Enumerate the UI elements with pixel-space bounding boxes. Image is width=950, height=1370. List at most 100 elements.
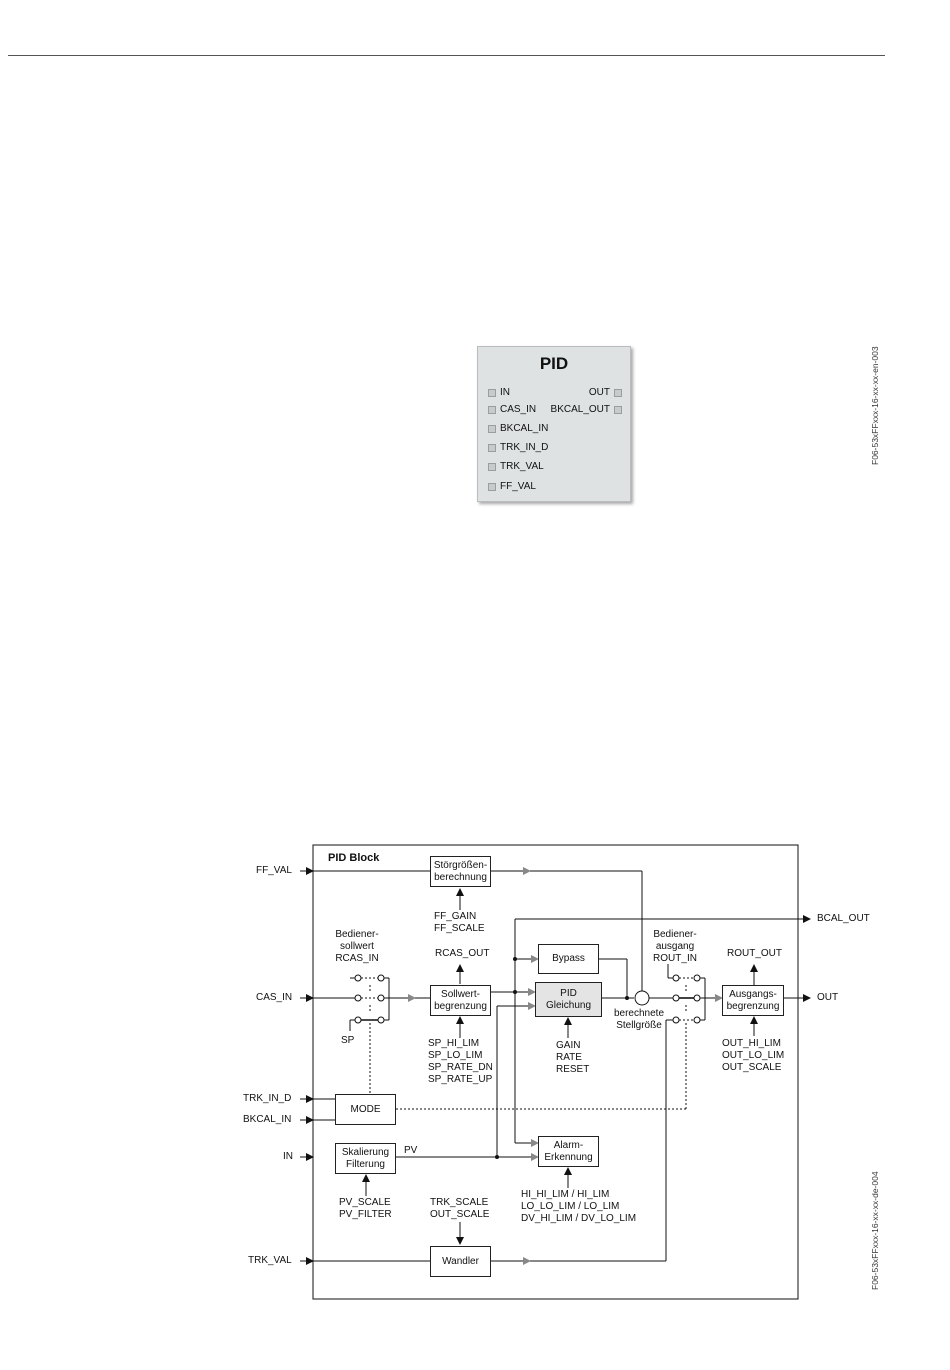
port-connector-icon xyxy=(488,443,496,452)
box-bypass: Bypass xyxy=(538,944,599,974)
param-line: RCAS_IN xyxy=(335,953,379,964)
param-line: Bediener- xyxy=(653,929,697,940)
ext-input-trk-val: TRK_VAL xyxy=(248,1255,292,1266)
param-line: FF_SCALE xyxy=(434,923,485,934)
port-cas-in: CAS_IN xyxy=(484,404,536,415)
param-line: sollwert xyxy=(340,941,374,952)
param-line: PV_SCALE xyxy=(339,1197,391,1208)
box-stoergroessen-berechnung: Störgrößen-berechnung xyxy=(430,856,491,887)
param-line: SP_RATE_UP xyxy=(428,1074,493,1085)
box-ausgangs-begrenzung: Ausgangs-begrenzung xyxy=(722,985,784,1016)
box-sollwert-begrenzung: Sollwert-begrenzung xyxy=(430,985,491,1016)
box-line: Gleichung xyxy=(545,999,592,1011)
pid-block-frame xyxy=(312,844,799,1300)
box-line: Wandler xyxy=(442,1255,479,1267)
param-line: TRK_SCALE xyxy=(430,1197,489,1208)
param-line: Bediener- xyxy=(335,929,379,940)
port-connector-icon xyxy=(488,388,496,397)
param-line: FF_GAIN xyxy=(434,911,477,922)
box-line: PID xyxy=(560,987,577,999)
box-line: Ausgangs- xyxy=(729,988,777,1000)
param-line: OUT_SCALE xyxy=(722,1062,782,1073)
port-out: OUT xyxy=(589,387,626,398)
box-line: begrenzung xyxy=(726,1000,780,1012)
port-connector-icon xyxy=(488,405,496,414)
port-bkcal-out: BKCAL_OUT xyxy=(551,404,626,415)
port-connector-icon xyxy=(488,462,496,471)
param-rcas-out: RCAS_OUT xyxy=(435,948,490,959)
port-trk-in-d: TRK_IN_D xyxy=(484,442,548,453)
param-line: SP_RATE_DN xyxy=(428,1062,493,1073)
port-label: FF_VAL xyxy=(500,481,536,492)
box-line: Erkennung xyxy=(544,1151,593,1163)
param-line: GAIN xyxy=(556,1040,581,1051)
param-rout-out: ROUT_OUT xyxy=(727,948,782,959)
pid-function-block-symbol: PID IN CAS_IN BKCAL_IN TRK_IN_D TRK_VAL … xyxy=(477,346,631,502)
param-line: SP_HI_LIM xyxy=(428,1038,480,1049)
port-label: CAS_IN xyxy=(500,404,537,415)
param-line: HI_HI_LIM / HI_LIM xyxy=(521,1189,610,1200)
port-ff-val: FF_VAL xyxy=(484,481,536,492)
ext-input-cas-in: CAS_IN xyxy=(256,992,293,1003)
ext-input-bkcal-in: BKCAL_IN xyxy=(243,1114,292,1125)
box-line: Alarm- xyxy=(553,1139,584,1151)
pid-block-title: PID Block xyxy=(328,852,380,864)
box-line: MODE xyxy=(350,1103,381,1115)
param-line: LO_LO_LIM / LO_LIM xyxy=(521,1201,620,1212)
param-sp: SP xyxy=(341,1035,355,1046)
port-label: OUT xyxy=(588,387,610,398)
pid-symbol-title: PID xyxy=(539,354,569,373)
port-connector-icon xyxy=(614,405,622,414)
box-line: Filterung xyxy=(346,1158,385,1170)
box-line: Störgrößen- xyxy=(433,859,488,871)
port-bkcal-in: BKCAL_IN xyxy=(484,423,548,434)
box-line: begrenzung xyxy=(434,1000,487,1012)
param-line: Stellgröße xyxy=(616,1020,662,1031)
port-connector-icon xyxy=(488,424,496,433)
ext-output-bcal-out: BCAL_OUT xyxy=(817,913,870,924)
box-line: Skalierung xyxy=(341,1146,390,1158)
port-label: IN xyxy=(500,387,510,398)
box-line: berechnung xyxy=(434,871,487,883)
box-mode: MODE xyxy=(335,1094,396,1125)
param-line: RESET xyxy=(556,1064,590,1075)
port-connector-icon xyxy=(488,482,496,491)
box-line: Sollwert- xyxy=(441,988,480,1000)
param-pv: PV xyxy=(404,1145,418,1156)
param-line: RATE xyxy=(556,1052,582,1063)
ext-input-ff-val: FF_VAL xyxy=(256,865,292,876)
port-label: BKCAL_IN xyxy=(500,423,549,434)
param-line: PV_FILTER xyxy=(339,1209,392,1220)
box-line: Bypass xyxy=(552,953,585,964)
param-line: OUT_LO_LIM xyxy=(722,1050,785,1061)
port-label: BKCAL_OUT xyxy=(550,404,610,415)
port-connector-icon xyxy=(614,388,622,397)
ext-input-trk-in-d: TRK_IN_D xyxy=(243,1093,292,1104)
param-line: OUT_SCALE xyxy=(430,1209,490,1220)
port-trk-val: TRK_VAL xyxy=(484,461,544,472)
param-line: OUT_HI_LIM xyxy=(722,1038,781,1049)
port-label: TRK_IN_D xyxy=(500,442,549,453)
param-line: SP_LO_LIM xyxy=(428,1050,483,1061)
ext-input-in: IN xyxy=(283,1151,293,1162)
box-wandler: Wandler xyxy=(430,1246,491,1277)
param-line: DV_HI_LIM / DV_LO_LIM xyxy=(521,1213,637,1224)
param-line: berechnete xyxy=(613,1008,665,1019)
header-rule xyxy=(8,55,885,56)
box-alarm-erkennung: Alarm-Erkennung xyxy=(538,1136,599,1167)
param-line: ausgang xyxy=(655,941,695,952)
